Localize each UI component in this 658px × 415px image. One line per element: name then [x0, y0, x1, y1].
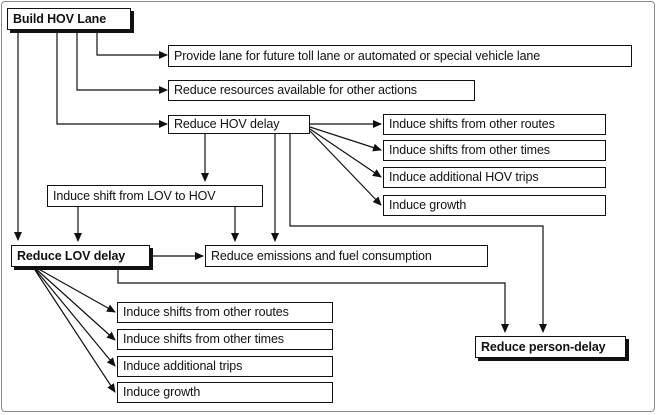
node-provide-lane: Provide lane for future toll lane or aut…: [168, 45, 632, 67]
arrow-lov-to-growth: [34, 269, 116, 393]
node-reduce-emissions: Reduce emissions and fuel consumption: [205, 245, 488, 267]
node-hov-growth: Induce growth: [383, 195, 606, 216]
node-lov-shift-times: Induce shifts from other times: [117, 329, 333, 350]
arrow-build-to-resources: [76, 30, 168, 94]
node-build-hov-lane: Build HOV Lane: [7, 8, 131, 30]
arrow-build-to-provide: [96, 30, 168, 59]
node-lov-additional-trips: Induce additional trips: [117, 356, 333, 377]
arrow-hov-to-person-delay: [289, 134, 547, 333]
node-hov-additional-trips: Induce additional HOV trips: [383, 167, 606, 188]
node-reduce-resources: Reduce resources available for other act…: [168, 80, 475, 101]
arrow-lov-to-person-delay: [117, 266, 509, 333]
node-shift-lov-to-hov: Induce shift from LOV to HOV: [47, 185, 263, 207]
arrow-lov-to-routes: [34, 266, 116, 313]
node-lov-shift-routes: Induce shifts from other routes: [117, 302, 333, 323]
node-reduce-hov-delay: Reduce HOV delay: [168, 115, 310, 134]
arrow-hov-to-trips: [309, 128, 382, 178]
node-reduce-lov-delay: Reduce LOV delay: [11, 245, 150, 267]
arrow-lov-to-trips: [34, 268, 116, 367]
node-reduce-person-delay: Reduce person-delay: [475, 336, 626, 358]
arrow-hov-to-times: [309, 126, 382, 152]
node-hov-shift-times: Induce shifts from other times: [383, 140, 606, 161]
arrow-lov-to-times: [34, 267, 116, 341]
node-hov-shift-routes: Induce shifts from other routes: [383, 114, 606, 135]
arrow-hov-to-growth: [309, 130, 382, 206]
node-lov-growth: Induce growth: [117, 382, 333, 403]
arrow-build-to-hov-delay: [56, 30, 168, 128]
